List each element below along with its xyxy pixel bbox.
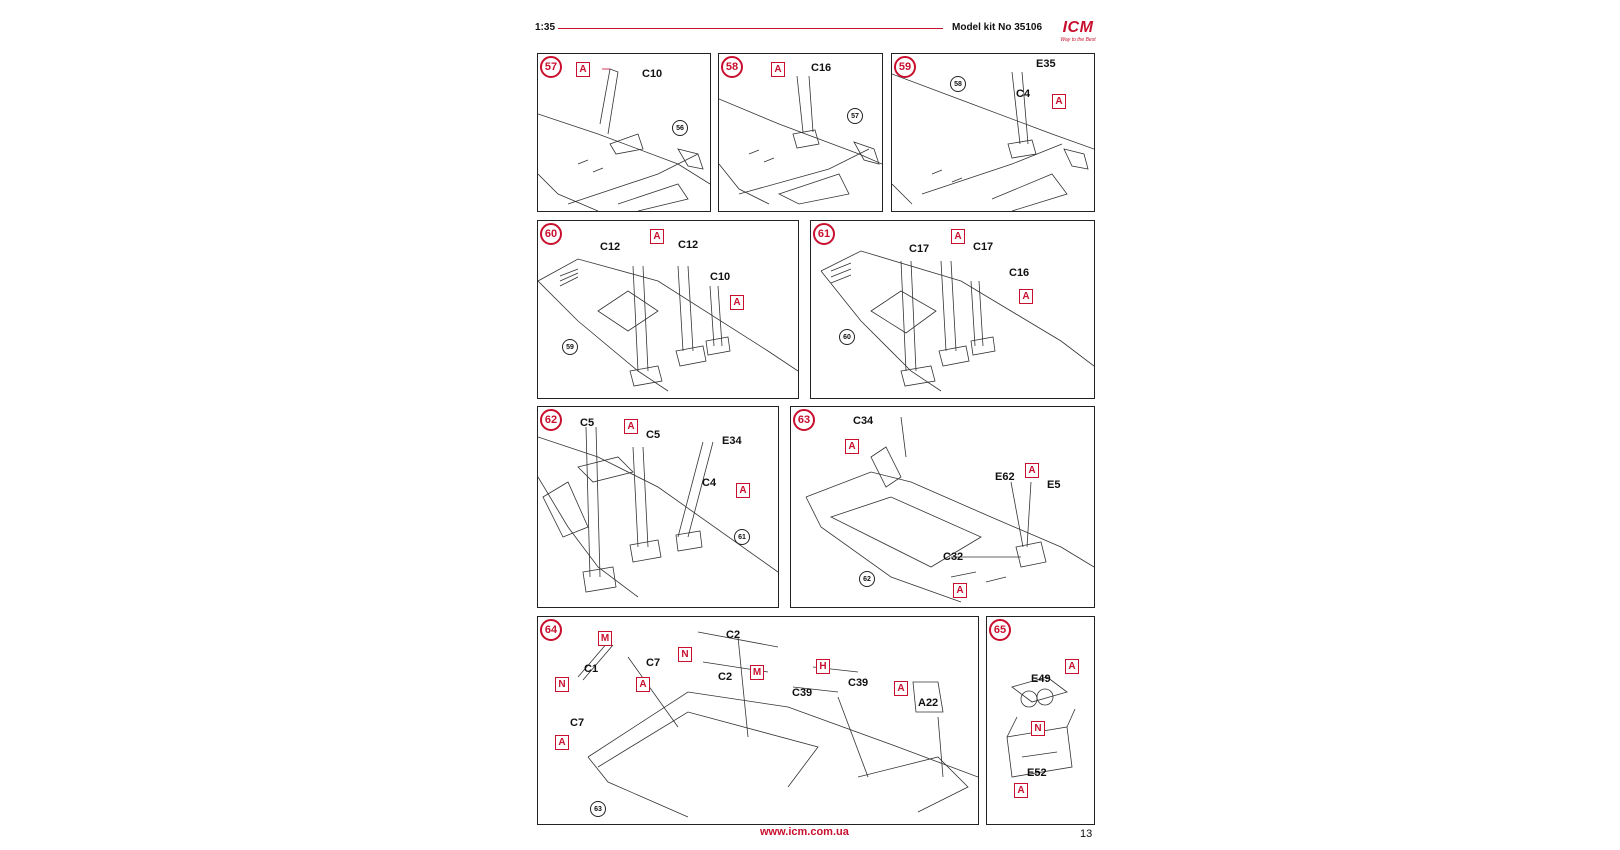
step-number: 57	[540, 56, 562, 78]
badge: H	[816, 659, 830, 674]
step-number: 64	[540, 619, 562, 641]
part-label: C10	[710, 271, 731, 283]
step-62-panel: 62 C5 A C5 E34 C4 A 61	[537, 406, 779, 608]
step-64-drawing	[577, 631, 978, 818]
part-label: C12	[600, 241, 621, 253]
ref-step: 56	[672, 120, 688, 136]
step-number: 65	[989, 619, 1011, 641]
step-65-drawing	[1006, 676, 1076, 778]
step-58-panel: 58 A C16 57	[718, 53, 883, 212]
part-label: C4	[1016, 88, 1031, 100]
badge: A	[576, 62, 590, 77]
part-label: A22	[918, 697, 939, 709]
scale-label: 1:35	[535, 22, 556, 33]
footer-url[interactable]: www.icm.com.ua	[760, 826, 849, 838]
badge: N	[1031, 721, 1045, 736]
page-number: 13	[1080, 828, 1093, 840]
part-label: E35	[1036, 58, 1056, 70]
badge: A	[771, 62, 785, 77]
part-label: C12	[678, 239, 699, 251]
part-label: C7	[646, 657, 661, 669]
badge: A	[953, 583, 967, 598]
part-label: C4	[702, 477, 717, 489]
ref-step: 57	[847, 108, 863, 124]
part-label: C39	[848, 677, 869, 689]
badge: A	[894, 681, 908, 696]
logo-tagline: Way to the Best	[1060, 37, 1096, 43]
step-58-drawing	[719, 75, 882, 205]
ref-step: 59	[562, 339, 578, 355]
ref-step: 58	[950, 76, 966, 92]
part-label: C17	[909, 243, 930, 255]
step-59-drawing	[892, 71, 1094, 211]
badge: M	[598, 631, 612, 646]
badge: A	[1025, 463, 1039, 478]
ref-step: 62	[859, 571, 875, 587]
ref-step: 61	[734, 529, 750, 545]
part-label: C10	[642, 68, 663, 80]
part-label: E52	[1027, 767, 1047, 779]
badge: A	[555, 735, 569, 750]
badge: A	[624, 419, 638, 434]
part-label: C5	[646, 429, 661, 441]
badge: A	[736, 483, 750, 498]
ref-step: 60	[839, 329, 855, 345]
part-label: C32	[943, 551, 964, 563]
step-number: 59	[894, 56, 916, 78]
badge: N	[678, 647, 692, 662]
part-label: E49	[1031, 673, 1051, 685]
badge: A	[650, 229, 664, 244]
step-61-panel: 61 C17 A C17 C16 A 60	[810, 220, 1095, 399]
badge: A	[1019, 289, 1033, 304]
header-rule	[558, 28, 943, 29]
step-62-drawing	[538, 426, 778, 598]
badge: N	[555, 677, 569, 692]
step-60-panel: 60 C12 A C12 C10 A 59	[537, 220, 799, 399]
step-number: 61	[813, 223, 835, 245]
badge: A	[1052, 94, 1066, 109]
step-number: 63	[793, 409, 815, 431]
icm-logo: ICM Way to the Best	[1052, 19, 1104, 47]
ref-step: 63	[590, 801, 606, 817]
part-label: C17	[973, 241, 994, 253]
part-label: C34	[853, 415, 874, 427]
badge: A	[845, 439, 859, 454]
part-label: E34	[722, 435, 742, 447]
step-61-drawing	[820, 250, 1094, 392]
step-number: 62	[540, 409, 562, 431]
step-number: 60	[540, 223, 562, 245]
badge: A	[1014, 783, 1028, 798]
part-label: C16	[1009, 267, 1030, 279]
logo-text: ICM	[1062, 19, 1094, 36]
part-label: C16	[811, 62, 832, 74]
part-label: C1	[584, 663, 599, 675]
step-63-panel: 63 C34 A E62 A E5 C32 A 62	[790, 406, 1095, 608]
step-65-panel: 65 E49 A N E52 A	[986, 616, 1095, 825]
badge: A	[730, 295, 744, 310]
step-60-drawing	[538, 258, 798, 392]
step-57-drawing	[538, 68, 710, 211]
part-label: C2	[718, 671, 733, 683]
badge: A	[951, 229, 965, 244]
part-label: C39	[792, 687, 813, 699]
badge: A	[1065, 659, 1079, 674]
step-number: 58	[721, 56, 743, 78]
part-label: E5	[1047, 479, 1061, 491]
part-label: C2	[726, 629, 741, 641]
badge: M	[750, 665, 764, 680]
step-57-panel: 57 A C10 56	[537, 53, 711, 212]
part-label: C7	[570, 717, 585, 729]
badge: A	[636, 677, 650, 692]
step-63-drawing	[805, 416, 1094, 603]
part-label: C5	[580, 417, 595, 429]
kit-number: Model kit No 35106	[952, 22, 1043, 33]
part-label: E62	[995, 471, 1015, 483]
step-59-panel: 59 E35 C4 A 58	[891, 53, 1095, 212]
step-64-panel: 64 C1 C7 C7 C2 C2 C39 C39 A22 M N A A N …	[537, 616, 979, 825]
